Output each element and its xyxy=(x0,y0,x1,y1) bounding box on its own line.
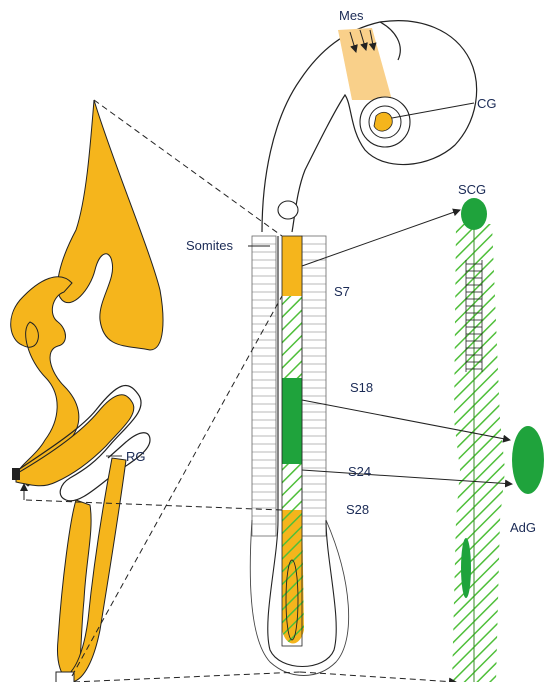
somite-column-right xyxy=(302,236,326,536)
label-rg: RG xyxy=(126,449,146,464)
eye-structure xyxy=(360,97,410,147)
gut-end xyxy=(56,672,74,682)
label-s28: S28 xyxy=(346,502,369,517)
gut-tube-upper xyxy=(58,100,163,350)
mes-region xyxy=(338,28,392,100)
scg-ganglion xyxy=(461,198,487,230)
label-s7: S7 xyxy=(334,284,350,299)
rg-tip-marker xyxy=(12,468,20,480)
somite-column-left xyxy=(252,236,276,536)
label-s24: S24 xyxy=(348,464,371,479)
s24-s28-hatched xyxy=(282,464,302,510)
label-mes: Mes xyxy=(339,8,364,23)
label-s18: S18 xyxy=(350,380,373,395)
label-scg: SCG xyxy=(458,182,486,197)
lower-chain-ganglion xyxy=(461,538,471,598)
s28-tail-hatch-overlay xyxy=(282,510,304,644)
s18-s24-green xyxy=(282,378,302,464)
adg-gland xyxy=(512,426,544,494)
otic-vesicle xyxy=(278,201,298,219)
s7-segment-orange xyxy=(282,236,302,296)
s7-s18-hatched xyxy=(282,296,302,378)
sympathetic-chain-hatch xyxy=(452,224,505,682)
cg-ganglion xyxy=(374,112,392,131)
label-somites: Somites xyxy=(186,238,233,253)
label-adg: AdG xyxy=(510,520,536,535)
label-cg: CG xyxy=(477,96,497,111)
